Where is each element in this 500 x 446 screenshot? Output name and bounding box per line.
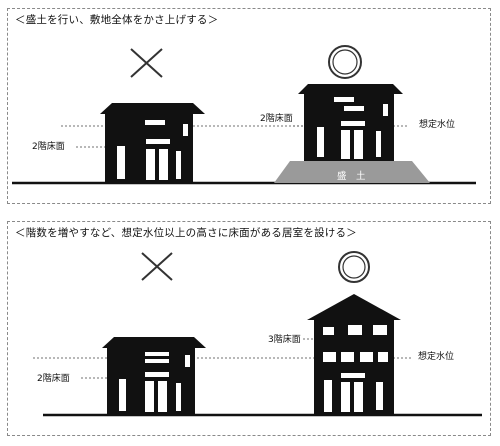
circle-mark: [328, 45, 362, 79]
floors-method-panel: ＜階数を増やすなど、想定水位以上の高さに床面がある居室を設ける＞: [7, 221, 491, 436]
cross-mark: [130, 48, 163, 78]
panel-title: ＜階数を増やすなど、想定水位以上の高さに床面がある居室を設ける＞: [15, 227, 357, 239]
house-right: [307, 294, 401, 415]
fill-mound: [274, 161, 430, 183]
fill-method-illustration: [12, 45, 476, 185]
floor-label-right: 3階床面: [268, 335, 301, 345]
floor-label-left: 2階床面: [37, 374, 70, 384]
water-level-label: 想定水位: [418, 352, 455, 362]
fill-label: 盛 土: [337, 171, 366, 182]
cross-mark: [141, 252, 173, 281]
house-left: [102, 337, 206, 415]
floors-method-illustration: [33, 251, 482, 417]
fill-method-panel: ＜盛土を行い、敷地全体をかさ上げする＞: [7, 8, 491, 204]
floor-label-left: 2階床面: [32, 142, 65, 152]
house-left: [100, 103, 205, 183]
water-level-label: 想定水位: [419, 120, 456, 130]
house-right: [298, 84, 403, 161]
circle-mark: [338, 251, 370, 283]
floor-label-right: 2階床面: [260, 114, 293, 124]
panel-title: ＜盛土を行い、敷地全体をかさ上げする＞: [15, 14, 219, 26]
